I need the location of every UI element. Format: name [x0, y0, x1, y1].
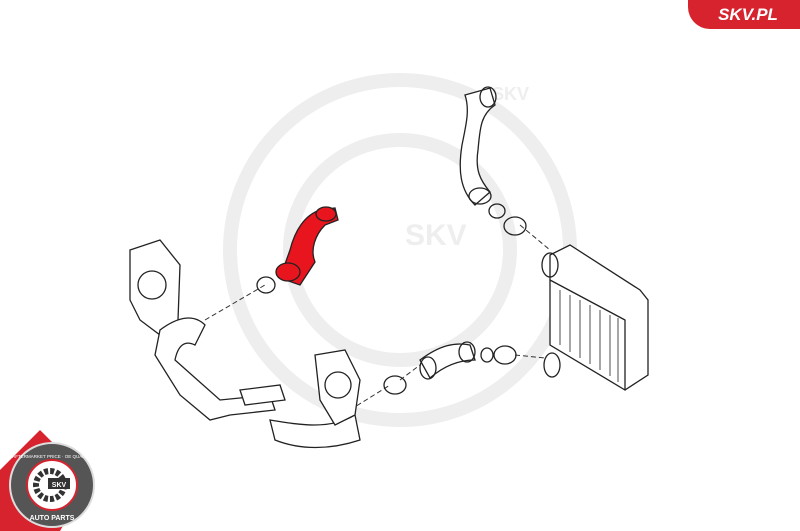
assembly-guides [204, 224, 551, 411]
skv-auto-parts-badge: SKV AFTERMARKET PRICE · OE QUALITY AUTO … [0, 430, 95, 531]
intercooler [541, 244, 649, 391]
highlighted-hose [256, 206, 339, 294]
brand-logo[interactable]: SKV.PL [688, 0, 800, 29]
svg-text:SKV: SKV [492, 84, 529, 104]
intake-pipe [129, 239, 361, 449]
lower-hose [383, 341, 517, 395]
svg-text:SKV: SKV [52, 482, 67, 489]
watermark-gear: SKV SKV [223, 73, 577, 427]
svg-text:AFTERMARKET PRICE · OE QUALITY: AFTERMARKET PRICE · OE QUALITY [12, 454, 91, 459]
svg-text:SKV: SKV [405, 219, 467, 252]
brand-label: SKV.PL [718, 4, 778, 24]
svg-text:AUTO PARTS: AUTO PARTS [30, 515, 75, 522]
upper-hose [459, 86, 527, 236]
